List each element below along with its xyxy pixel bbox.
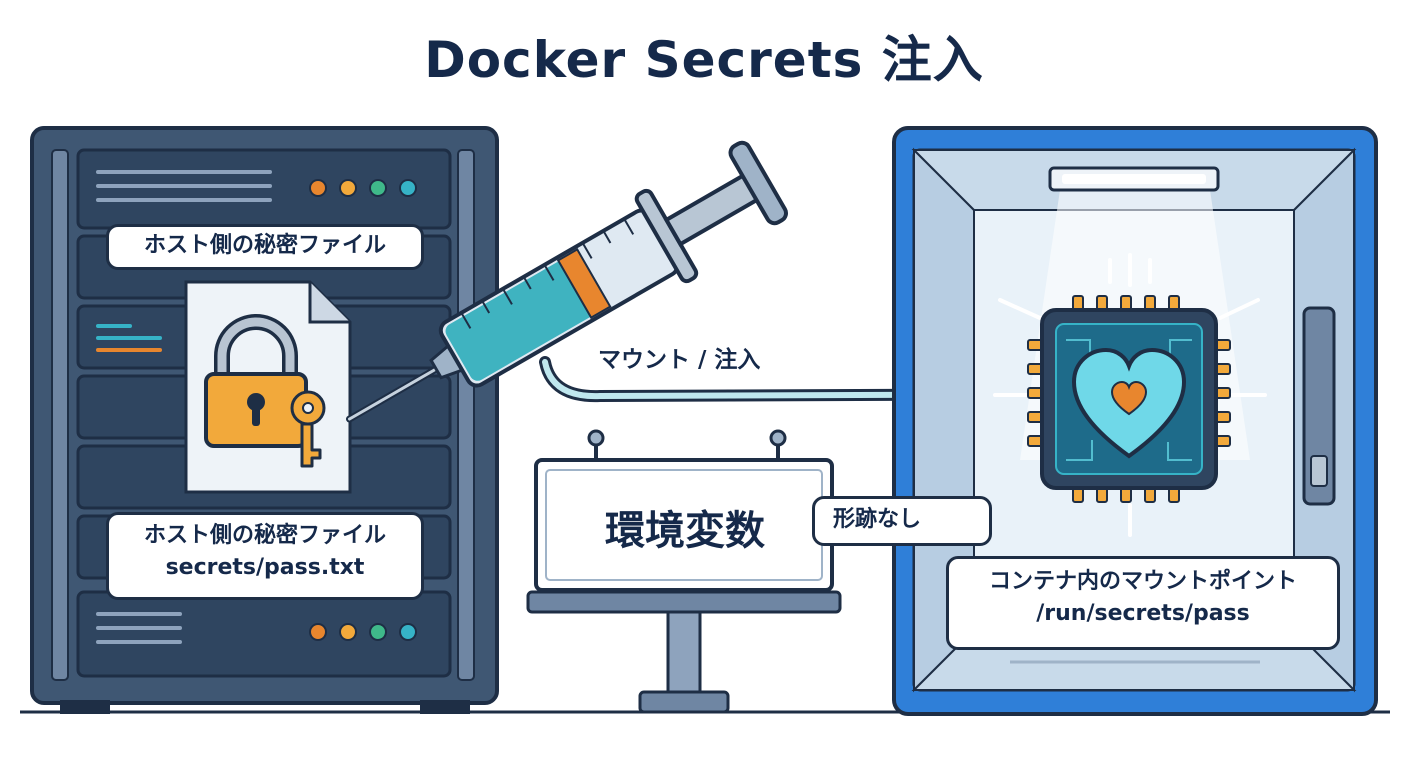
host-secret-file-label-top: ホスト側の秘密ファイル: [143, 233, 386, 258]
mount-inject-label: マウント / 注入: [598, 347, 761, 373]
host-secret-file-path: secrets/pass.txt: [165, 555, 365, 580]
container-mount-callout: コンテナ内のマウントポイント /run/secrets/pass: [946, 556, 1340, 650]
no-trace-label: 形跡なし: [833, 507, 922, 532]
status-lights-bottom: [309, 623, 417, 641]
status-lights-top: [309, 179, 417, 197]
env-var-sign: [526, 429, 842, 714]
env-var-sign-label: 環境変数: [605, 508, 765, 554]
container-mount-path: /run/secrets/pass: [1036, 601, 1250, 626]
host-secret-file-label: ホスト側の秘密ファイル: [143, 523, 386, 548]
page-title: Docker Secrets 注入: [424, 31, 984, 89]
container-mount-label: コンテナ内のマウントポイント: [988, 569, 1297, 594]
host-secret-file-callout-top: ホスト側の秘密ファイル: [106, 224, 424, 270]
injection-tube: [539, 356, 1116, 403]
key-icon: [290, 390, 326, 468]
host-secret-file-callout: ホスト側の秘密ファイル secrets/pass.txt: [106, 512, 424, 600]
padlock-icon: [204, 314, 308, 448]
no-trace-badge: 形跡なし: [812, 496, 992, 546]
syringe-icon: [345, 140, 788, 423]
microchip-heart-icon: [1027, 295, 1231, 503]
